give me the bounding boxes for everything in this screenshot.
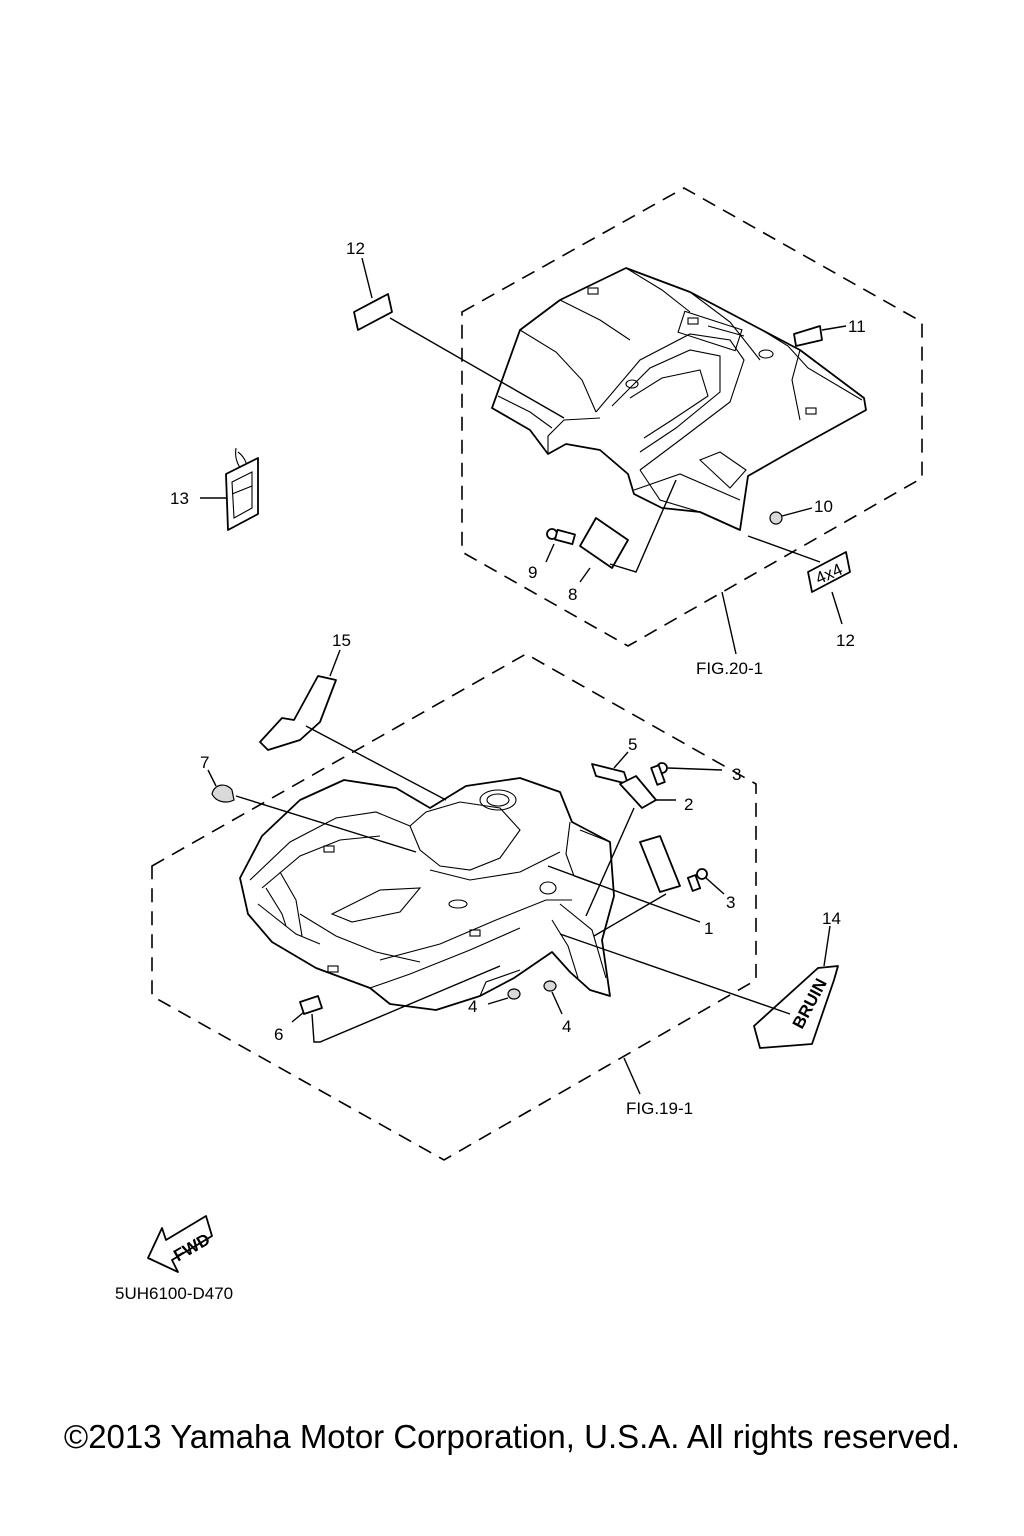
bolt-3-upper [650,762,723,786]
callout-14: 14 [822,909,841,928]
callout-13: 13 [170,489,189,508]
bolt-9 [545,528,576,563]
decal-12-top [353,293,393,331]
callout-6: 6 [274,1025,283,1044]
fwd-arrow-icon: FWD [147,1215,213,1273]
callout-3a: 3 [732,765,741,784]
warning-tag-13 [225,447,259,531]
callout-1: 1 [704,919,713,938]
callout-12b: 12 [836,631,855,650]
rear-group-outline [461,187,923,647]
decal-12-4x4: 4x4 [807,551,851,593]
plate-1 [639,835,681,893]
callout-2: 2 [684,795,693,814]
copyright-notice: ©2013 Yamaha Motor Corporation, U.S.A. A… [63,1418,961,1455]
callout-9: 9 [528,563,537,582]
plate-2 [619,775,657,809]
callout-11: 11 [848,317,866,336]
cap-7 [211,784,235,803]
callout-5: 5 [628,735,637,754]
bolt-3-lower [686,868,725,895]
diagram-code: 5UH6100-D470 [115,1284,234,1303]
callout-10: 10 [814,497,833,516]
front-fender [239,777,615,1011]
grommet-4-right [543,980,557,992]
callout-12a: 12 [346,239,365,258]
rear-fender [491,267,867,531]
callout-8: 8 [568,585,577,604]
decal-11 [793,325,823,347]
grommet-4-left [507,988,521,1000]
decal-14-bruin: BRUIN [753,965,839,1049]
fig-ref-front[interactable]: FIG.19-1 [626,1099,693,1118]
decal-5 [591,763,629,785]
callout-4a: 4 [468,997,477,1016]
decal-6 [299,995,323,1015]
grommet-10 [769,511,783,525]
plate-8 [579,517,629,569]
callout-4b: 4 [562,1017,571,1036]
callout-7: 7 [200,753,209,772]
fig-ref-rear[interactable]: FIG.20-1 [696,659,763,678]
callout-3b: 3 [726,893,735,912]
decal-15 [259,675,337,751]
callout-15: 15 [332,631,351,650]
